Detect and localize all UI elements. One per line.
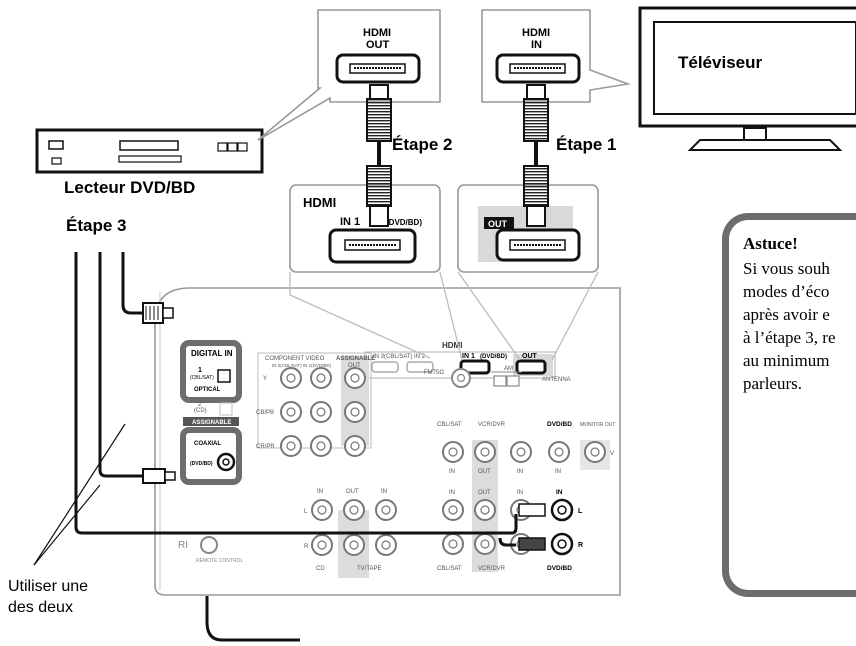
rcv-in-tape: IN [381,489,387,495]
tip-line-3: après avoir e [743,305,830,324]
optical-plug [142,302,174,324]
hdmi-out-callout [257,9,441,141]
rcv-fm: FM75Ω [424,370,444,376]
hdmi-out-zoom-badge: OUT [488,219,508,229]
rcv-cblsat-top: CBL/SAT [437,422,462,428]
rcv-hdmi-in1: IN 1 [462,353,475,360]
rcv-cb: CB/PB [256,410,274,416]
rcv-in-cd: IN [317,489,323,495]
rcv-v: V [610,451,614,457]
rcv-antenna: ANTENNA [542,377,571,383]
rcv-y: Y [263,376,267,382]
rcv-cd: CD [316,566,325,572]
rcv-cr: CR/PR [256,444,275,450]
hdmi-out-line2: OUT [366,39,390,51]
tip-line-4: à l’étape 3, re [743,328,836,347]
rcv-coaxial-src: (DVD/BD) [190,461,213,467]
hdmi-cable-step1 [523,84,549,227]
rcv-component-video: COMPONENT VIDEO [265,356,325,362]
step3-cables [74,252,518,547]
rcv-vcrdvr-top: VCR/DVR [478,422,506,428]
hdmi-in-zoom-port: IN 1 [340,216,360,228]
rcv-dvdbd-top: DVD/BD [547,421,572,428]
rcv-out-tape: OUT [346,489,359,495]
tip-line-6: parleurs. [743,374,803,393]
rcv-hdmi-in3: IN 3 [373,354,385,360]
tip-line-2: modes d’éco [743,282,830,301]
use-one-note: Utiliser une des deux [8,576,88,618]
rcv-vcrdvr-bottom: VCR/DVR [478,566,506,572]
hdmi-in-callout [481,9,632,103]
rcv-in-6: IN [556,489,563,496]
receiver-rear-panel: HDMI IN 3 (CBL/SAT) IN 2 IN 1 (DVD/BD) O… [154,287,621,642]
rcv-out-2: OUT [478,490,491,496]
rcv-hdmi-title: HDMI [442,341,462,350]
coaxial-plug [142,468,176,484]
rcv-l-left: L [304,509,308,515]
hdmi-in-zoom-source: (DVD/BD) [386,218,422,227]
rcv-optical: OPTICAL [194,387,221,393]
rcv-in-4: IN [449,490,455,496]
rcv-optical2: 2 [198,402,202,408]
rcv-hdmi-in2: IN 2 [414,354,426,360]
rcv-in-2: IN [517,469,523,475]
hdmi-in-zoom-title: HDMI [303,195,336,210]
tv-label: Téléviseur [678,53,763,72]
rcv-hdmi-out: OUT [522,353,538,360]
player-label: Lecteur DVD/BD [64,178,196,197]
hdmi-in-line1: HDMI [522,27,550,39]
use-one-line2: des deux [8,599,73,616]
hdmi-out-line1: HDMI [363,27,391,39]
tv [638,6,856,151]
use-one-line1: Utiliser une [8,578,89,595]
rcv-optical-src: (CBL/SAT) [190,375,214,381]
rcv-monitor-out: MONITOR OUT [580,422,615,428]
audio-video-jacks [442,440,610,572]
rcv-in-5: IN [517,490,523,496]
use-one-pointer [33,423,126,566]
rcv-remote-control: REMOTE CONTROL [196,558,243,564]
tip-line-1: Si vous souh [743,259,830,278]
rcv-hdmi-dvdbd: (DVD/BD) [480,354,507,360]
rcv-cblsat-bottom: CBL/SAT [437,566,462,572]
rcv-component-assignable: ASSIGNABLE [336,356,375,362]
rcv-digital-in: DIGITAL IN [191,349,233,358]
tip-text: Si vous souh modes d’éco après avoir e à… [743,257,856,395]
rcv-in-3: IN [555,469,561,475]
hdmi-in-line2: IN [531,39,542,51]
tip-title: Astuce! [743,234,798,253]
rcv-dvdbd-bottom: DVD/BD [547,565,572,572]
rcv-optical2-src: (CD) [194,408,207,414]
antenna-terminals [451,368,522,388]
hdmi-cable-step2 [366,84,392,227]
rcv-am: AM [504,366,513,372]
component-video-jacks [257,352,372,457]
rcv-hdmi-cblsat: (CBL/SAT) [384,354,413,360]
rcv-in-1: IN [449,469,455,475]
rcv-assignable: ASSIGNABLE [192,420,231,426]
cd-tvtape-jacks [200,499,397,578]
step2-label: Étape 2 [392,135,453,154]
rcv-ri: RI [178,540,188,551]
rcv-component-inputs: IN 2(CBL/SAT) IN 1(DVD/BD) [272,363,332,368]
digital-in-highlight [180,340,242,403]
rcv-out-1: OUT [478,469,491,475]
hdmi-in-zoom [289,184,463,361]
dvd-bd-player [35,128,264,174]
hdmi-out-zoom [457,184,599,361]
rcv-optical-num: 1 [198,367,202,374]
rcv-l-right: L [578,508,583,515]
rcv-r-left: R [304,544,309,550]
tip-box: Astuce! Si vous souh modes d’éco après a… [722,213,856,597]
rcv-coaxial: COAXIAL [194,441,221,447]
step3-label: Étape 3 [66,216,127,235]
rcv-component-out: OUT [348,363,361,369]
tip-line-5: au minimum [743,351,830,370]
rcv-r-right: R [578,542,583,549]
rcv-tvtape: TV/TAPE [357,566,382,572]
step1-label: Étape 1 [556,135,617,154]
